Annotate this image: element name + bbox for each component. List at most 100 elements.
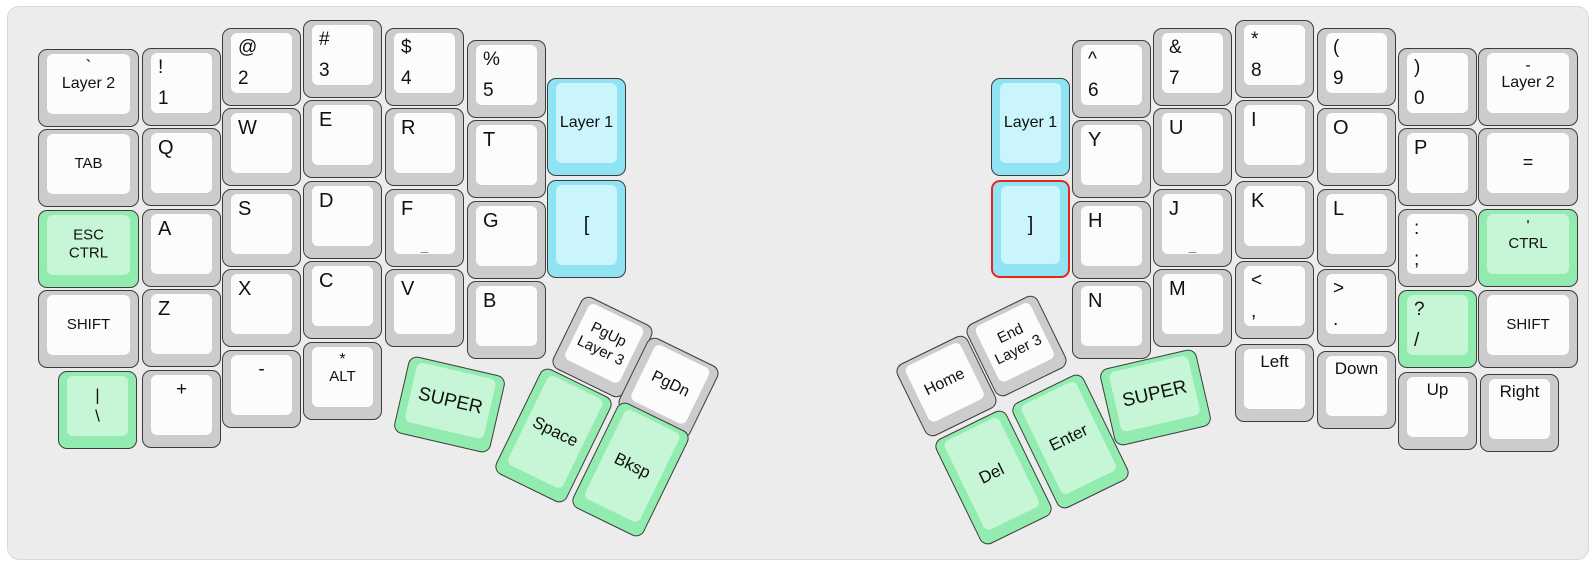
key-d[interactable]: D (303, 181, 382, 259)
key-b[interactable]: B (467, 281, 546, 359)
key-f[interactable]: F_ (385, 189, 464, 267)
keycap-top: !1 (151, 53, 212, 113)
key-label: M (1169, 278, 1186, 300)
key-asterisk-8[interactable]: *8 (1235, 20, 1314, 98)
key-x[interactable]: X (222, 269, 301, 347)
key-label: SUPER (1120, 375, 1189, 412)
key-n[interactable]: N (1072, 281, 1151, 359)
key-label: : (1414, 218, 1420, 239)
key-grave-layer2[interactable]: `Layer 2 (38, 49, 139, 127)
key-asterisk-alt[interactable]: *ALT (303, 342, 382, 420)
keycap-top: %5 (476, 45, 537, 105)
key-label: 1 (158, 87, 169, 109)
key-m[interactable]: M (1153, 269, 1232, 347)
key-label: @ (238, 37, 258, 58)
keycap-top: A (151, 214, 212, 274)
key-lbracket[interactable]: [ (547, 180, 626, 278)
key-label: _ (420, 236, 429, 253)
key-label: [ (583, 213, 590, 236)
key-dollar-4[interactable]: $4 (385, 28, 464, 106)
keycap-top: J_ (1162, 194, 1223, 254)
key-question-slash[interactable]: ?/ (1398, 290, 1477, 368)
key-layer1-left[interactable]: Layer 1 (547, 78, 626, 176)
key-a[interactable]: A (142, 209, 221, 287)
key-y[interactable]: Y (1072, 120, 1151, 198)
key-w[interactable]: W (222, 108, 301, 186)
key-u[interactable]: U (1153, 108, 1232, 186)
key-label: D (319, 190, 334, 212)
key-arrow-down[interactable]: Down (1317, 351, 1396, 429)
key-c[interactable]: C (303, 261, 382, 339)
keycap-top: `Layer 2 (47, 54, 130, 114)
key-label: * (339, 351, 346, 368)
key-q[interactable]: Q (142, 128, 221, 206)
key-percent-5[interactable]: %5 (467, 40, 546, 118)
key-gt-period[interactable]: >. (1317, 269, 1396, 347)
key-o[interactable]: O (1317, 108, 1396, 186)
keycap-top: H (1081, 206, 1142, 266)
key-minus-left[interactable]: - (222, 350, 301, 428)
key-hash-3[interactable]: #3 (303, 20, 382, 98)
key-label: Enter (1045, 419, 1091, 455)
key-pipe-backslash[interactable]: | \ (58, 371, 137, 449)
key-esc-ctrl[interactable]: ESC CTRL (38, 210, 139, 288)
key-i[interactable]: I (1235, 100, 1314, 178)
key-minus-layer2[interactable]: -Layer 2 (1478, 48, 1578, 126)
key-label: B (483, 290, 497, 312)
key-shift-left[interactable]: SHIFT (38, 290, 139, 368)
key-p[interactable]: P (1398, 128, 1477, 206)
keycap-top: K (1244, 186, 1305, 246)
key-exclam-1[interactable]: !1 (142, 48, 221, 126)
keycap-top: ESC CTRL (47, 215, 130, 275)
key-r[interactable]: R (385, 108, 464, 186)
key-j[interactable]: J_ (1153, 189, 1232, 267)
key-label: 9 (1333, 67, 1344, 89)
key-quote-ctrl[interactable]: 'CTRL (1478, 209, 1578, 287)
key-l[interactable]: L (1317, 189, 1396, 267)
key-caret-6[interactable]: ^6 (1072, 40, 1151, 118)
key-v[interactable]: V (385, 269, 464, 347)
key-e[interactable]: E (303, 100, 382, 178)
keycap-top: ?/ (1407, 295, 1468, 355)
key-arrow-up[interactable]: Up (1398, 372, 1477, 450)
key-label: SHIFT (66, 315, 111, 333)
key-t[interactable]: T (467, 120, 546, 198)
key-z[interactable]: Z (142, 289, 221, 367)
key-label: J (1169, 198, 1179, 220)
key-at-2[interactable]: @2 (222, 28, 301, 106)
key-lparen-9[interactable]: (9 (1317, 28, 1396, 106)
keycap-top: - (231, 355, 292, 415)
key-tab[interactable]: TAB (38, 129, 139, 207)
key-lt-comma[interactable]: <, (1235, 261, 1314, 339)
key-label: Space (529, 412, 582, 451)
keycap-top: W (231, 113, 292, 173)
keycap-top: #3 (312, 25, 373, 85)
key-rbracket[interactable]: ] (991, 180, 1070, 278)
key-label: R (401, 117, 416, 139)
key-shift-right[interactable]: SHIFT (1478, 290, 1578, 368)
key-label: - (258, 359, 265, 380)
key-equals[interactable]: = (1478, 128, 1578, 206)
key-amp-7[interactable]: &7 (1153, 28, 1232, 106)
key-label: I (1251, 109, 1257, 131)
key-k[interactable]: K (1235, 181, 1314, 259)
key-label: ( (1333, 37, 1340, 58)
keycap-top: N (1081, 286, 1142, 346)
key-arrow-left[interactable]: Left (1235, 344, 1314, 422)
key-plus[interactable]: + (142, 370, 221, 448)
key-label: 6 (1088, 79, 1099, 101)
key-g[interactable]: G (467, 201, 546, 279)
key-label: ) (1414, 57, 1421, 78)
key-rparen-0[interactable]: )0 (1398, 48, 1477, 126)
key-label: Layer 1 (1003, 114, 1058, 132)
key-label: S (238, 198, 252, 220)
key-super-right[interactable]: SUPER (1098, 347, 1213, 448)
key-super-left[interactable]: SUPER (392, 354, 507, 455)
key-layer1-right[interactable]: Layer 1 (991, 78, 1070, 176)
key-colon-semicolon[interactable]: :; (1398, 209, 1477, 287)
key-arrow-right[interactable]: Right (1480, 374, 1559, 452)
key-label: ESC CTRL (68, 226, 109, 262)
key-h[interactable]: H (1072, 201, 1151, 279)
key-s[interactable]: S (222, 189, 301, 267)
